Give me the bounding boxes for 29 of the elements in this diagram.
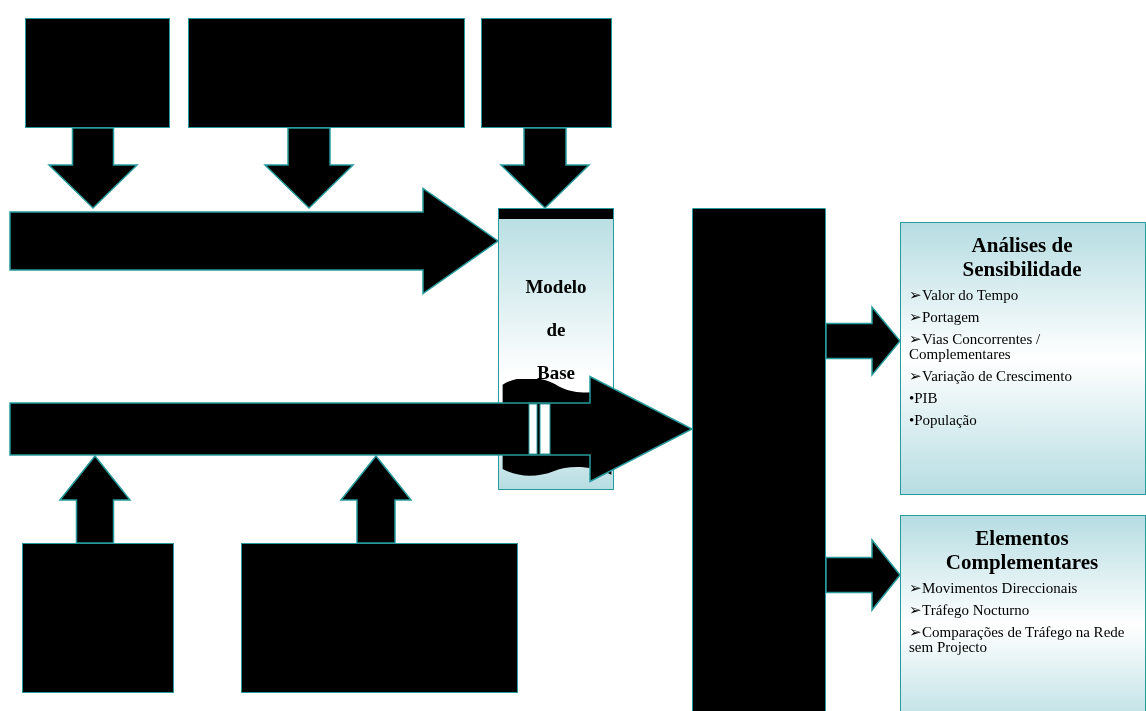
block-arrow xyxy=(825,304,901,378)
list-item: ➢Movimentos Direccionais xyxy=(909,581,1079,596)
block-arrow xyxy=(9,375,694,483)
list-item: ➢Tráfego Nocturno xyxy=(909,603,1031,618)
list-item: ➢Valor do Tempo xyxy=(909,288,1020,303)
dark-bar xyxy=(692,208,826,711)
model-label: Modelo de Base xyxy=(524,275,588,385)
info-box xyxy=(900,515,1146,711)
block-arrow xyxy=(263,127,355,210)
list-item: ➢Variação de Crescimento xyxy=(909,369,1073,384)
block-arrow xyxy=(339,454,413,544)
list-item: ➢Portagem xyxy=(909,310,981,325)
dark-box xyxy=(188,18,465,128)
block-arrow xyxy=(47,127,139,210)
list-item: •PIB xyxy=(909,391,939,406)
dark-box xyxy=(241,543,518,693)
block-arrow xyxy=(825,537,901,613)
list-item: ➢Vias Concorrentes / Complementares xyxy=(909,332,1042,362)
block-arrow xyxy=(499,127,591,210)
box-heading: Elementos Complementares xyxy=(944,526,1100,574)
dark-box xyxy=(25,18,170,128)
dark-box xyxy=(22,543,174,693)
block-arrow xyxy=(58,454,132,544)
block-arrow xyxy=(9,187,500,295)
box-heading: Análises de Sensibilidade xyxy=(961,233,1083,281)
dark-box xyxy=(481,18,612,128)
info-box xyxy=(900,222,1146,495)
list-item: •População xyxy=(909,413,978,428)
list-item: ➢Comparações de Tráfego na Rede sem Projecto xyxy=(909,625,1126,655)
